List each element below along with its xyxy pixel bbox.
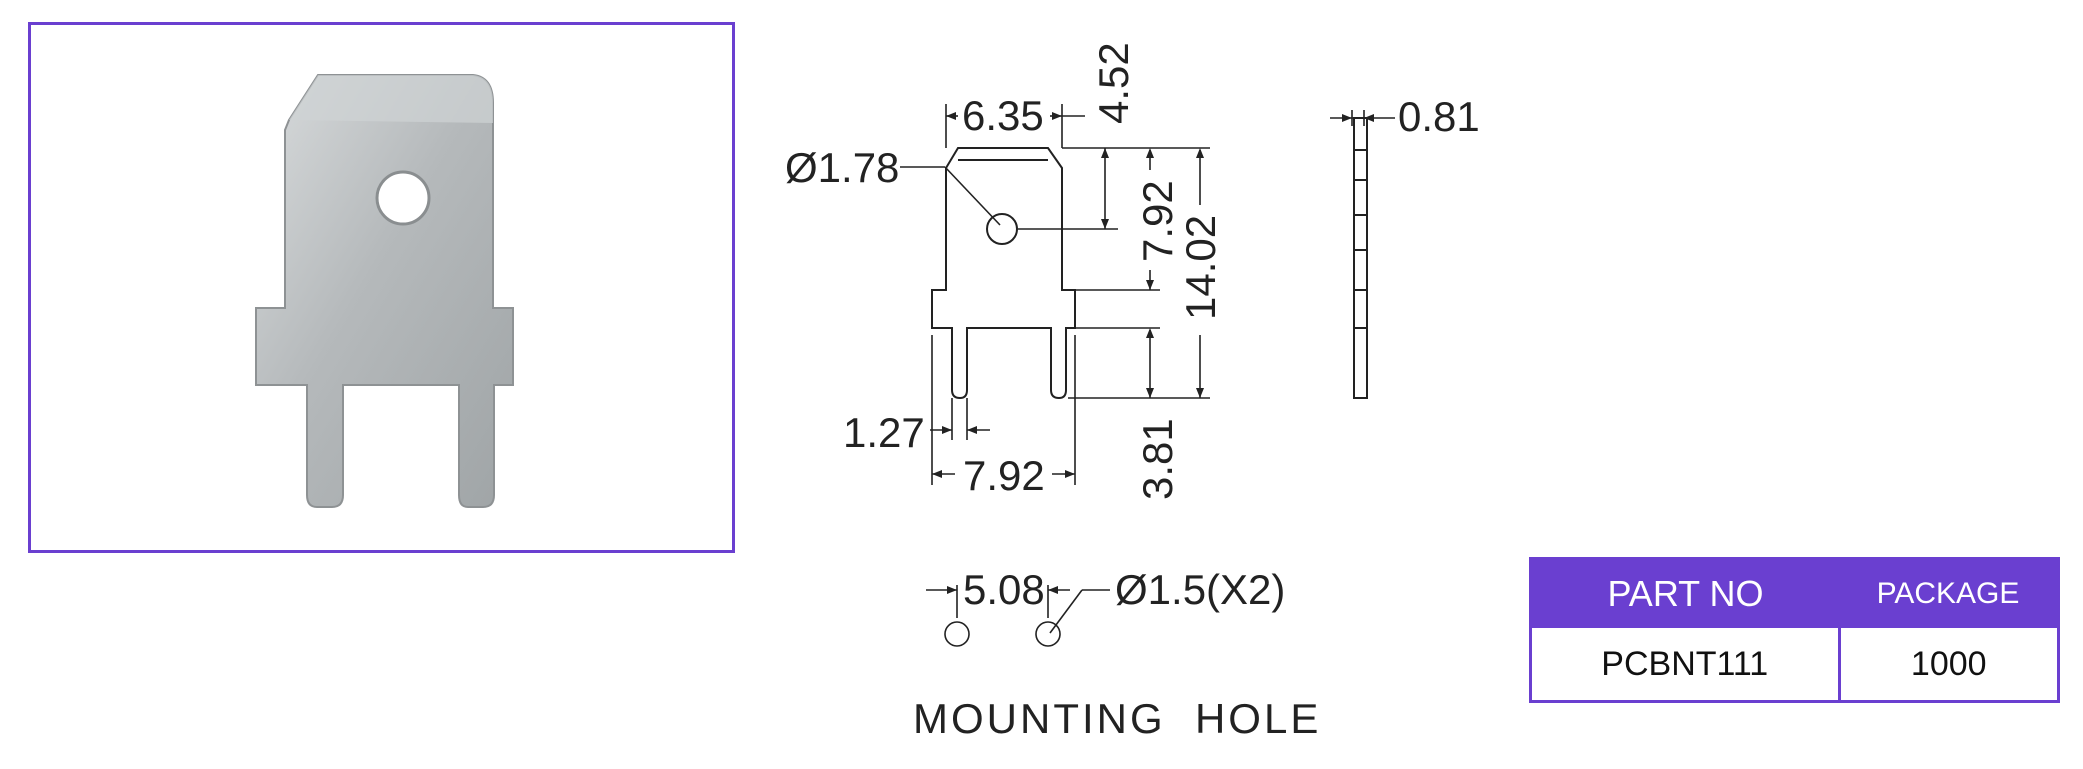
header-part-no: PART NO — [1530, 558, 1839, 628]
front-view-outline — [931, 147, 1076, 400]
pcb-tab-terminal-photo — [255, 74, 514, 508]
dimension-arrows — [932, 112, 1374, 478]
dim-pin-length: 3.81 — [1134, 418, 1181, 500]
dim-hole-offset: 4.52 — [1090, 42, 1137, 124]
mounting-caption: MOUNTING HOLE — [913, 695, 1321, 742]
cell-package: 1000 — [1910, 644, 1987, 683]
part-table-header: PART NO PACKAGE — [1530, 558, 2059, 628]
mounting-hole-dia: Ø1.5(X2) — [1115, 566, 1285, 613]
dimension-lines — [900, 104, 1395, 485]
dim-thickness: 0.81 — [1398, 93, 1480, 140]
product-photo-frame — [28, 22, 735, 553]
terminal-hole — [375, 170, 431, 226]
dim-tab-length: 14.02 — [1177, 215, 1224, 320]
side-view — [1353, 117, 1368, 399]
dim-width-top: 6.35 — [962, 92, 1044, 139]
table-row: PCBNT111 1000 — [1530, 628, 2059, 702]
header-package: PACKAGE — [1839, 558, 2059, 628]
cell-part-no: PCBNT111 — [1530, 628, 1841, 702]
dim-hole-dia: Ø1.78 — [785, 144, 899, 191]
mounting-spacing: 5.08 — [963, 566, 1045, 613]
dim-pin-width: 1.27 — [843, 409, 925, 456]
dim-pin-spacing: 7.92 — [963, 452, 1045, 499]
dim-hole-to-shoulder: 7.92 — [1134, 180, 1181, 262]
part-table: PART NO PACKAGE PCBNT111 1000 — [1529, 557, 2060, 703]
